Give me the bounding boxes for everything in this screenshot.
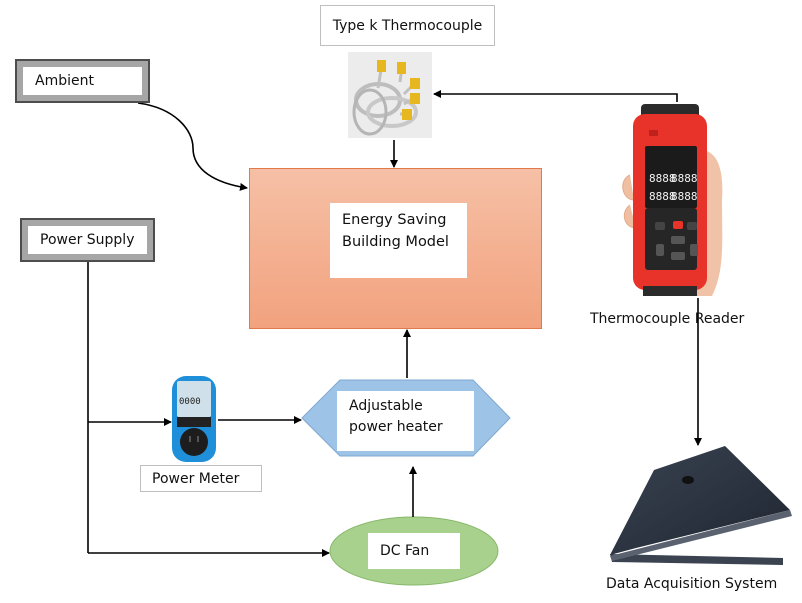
thermocouple-probes-icon [348,52,432,138]
heater-label: Adjustable power heater [337,391,474,451]
thermocouple-reader-label: Thermocouple Reader [590,311,745,327]
svg-text:8888: 8888 [649,190,676,203]
ambient-node: Ambient [15,59,150,103]
edge-reader-to-thermocouple [433,90,678,102]
svg-text:8888: 8888 [649,172,676,185]
svg-text:8888: 8888 [671,172,698,185]
data-acquisition-label: Data Acquisition System [606,576,778,592]
power-supply-node: Power Supply [20,218,155,262]
building-model-line2: Building Model [342,234,449,250]
building-model-node: Energy Saving Building Model [249,168,542,329]
handheld-thermometer-icon: 8888 8888 8888 8888 [622,104,723,296]
dc-fan-label: DC Fan [368,533,460,569]
plug-in-power-meter-icon: 0000 [172,376,216,462]
power-supply-label: Power Supply [28,226,147,254]
power-meter-label: Power Meter [140,465,262,492]
building-model-label: Energy Saving Building Model [330,203,467,278]
heater-line1: Adjustable [349,398,423,414]
thermocouple-label: Type k Thermocouple [320,5,495,46]
edge-ambient-to-building [137,102,248,191]
svg-text:8888: 8888 [671,190,698,203]
building-model-line1: Energy Saving [342,212,447,228]
laptop-icon [610,446,792,565]
ambient-label: Ambient [23,67,142,95]
svg-text:0000: 0000 [179,397,201,407]
heater-line2: power heater [349,419,443,435]
